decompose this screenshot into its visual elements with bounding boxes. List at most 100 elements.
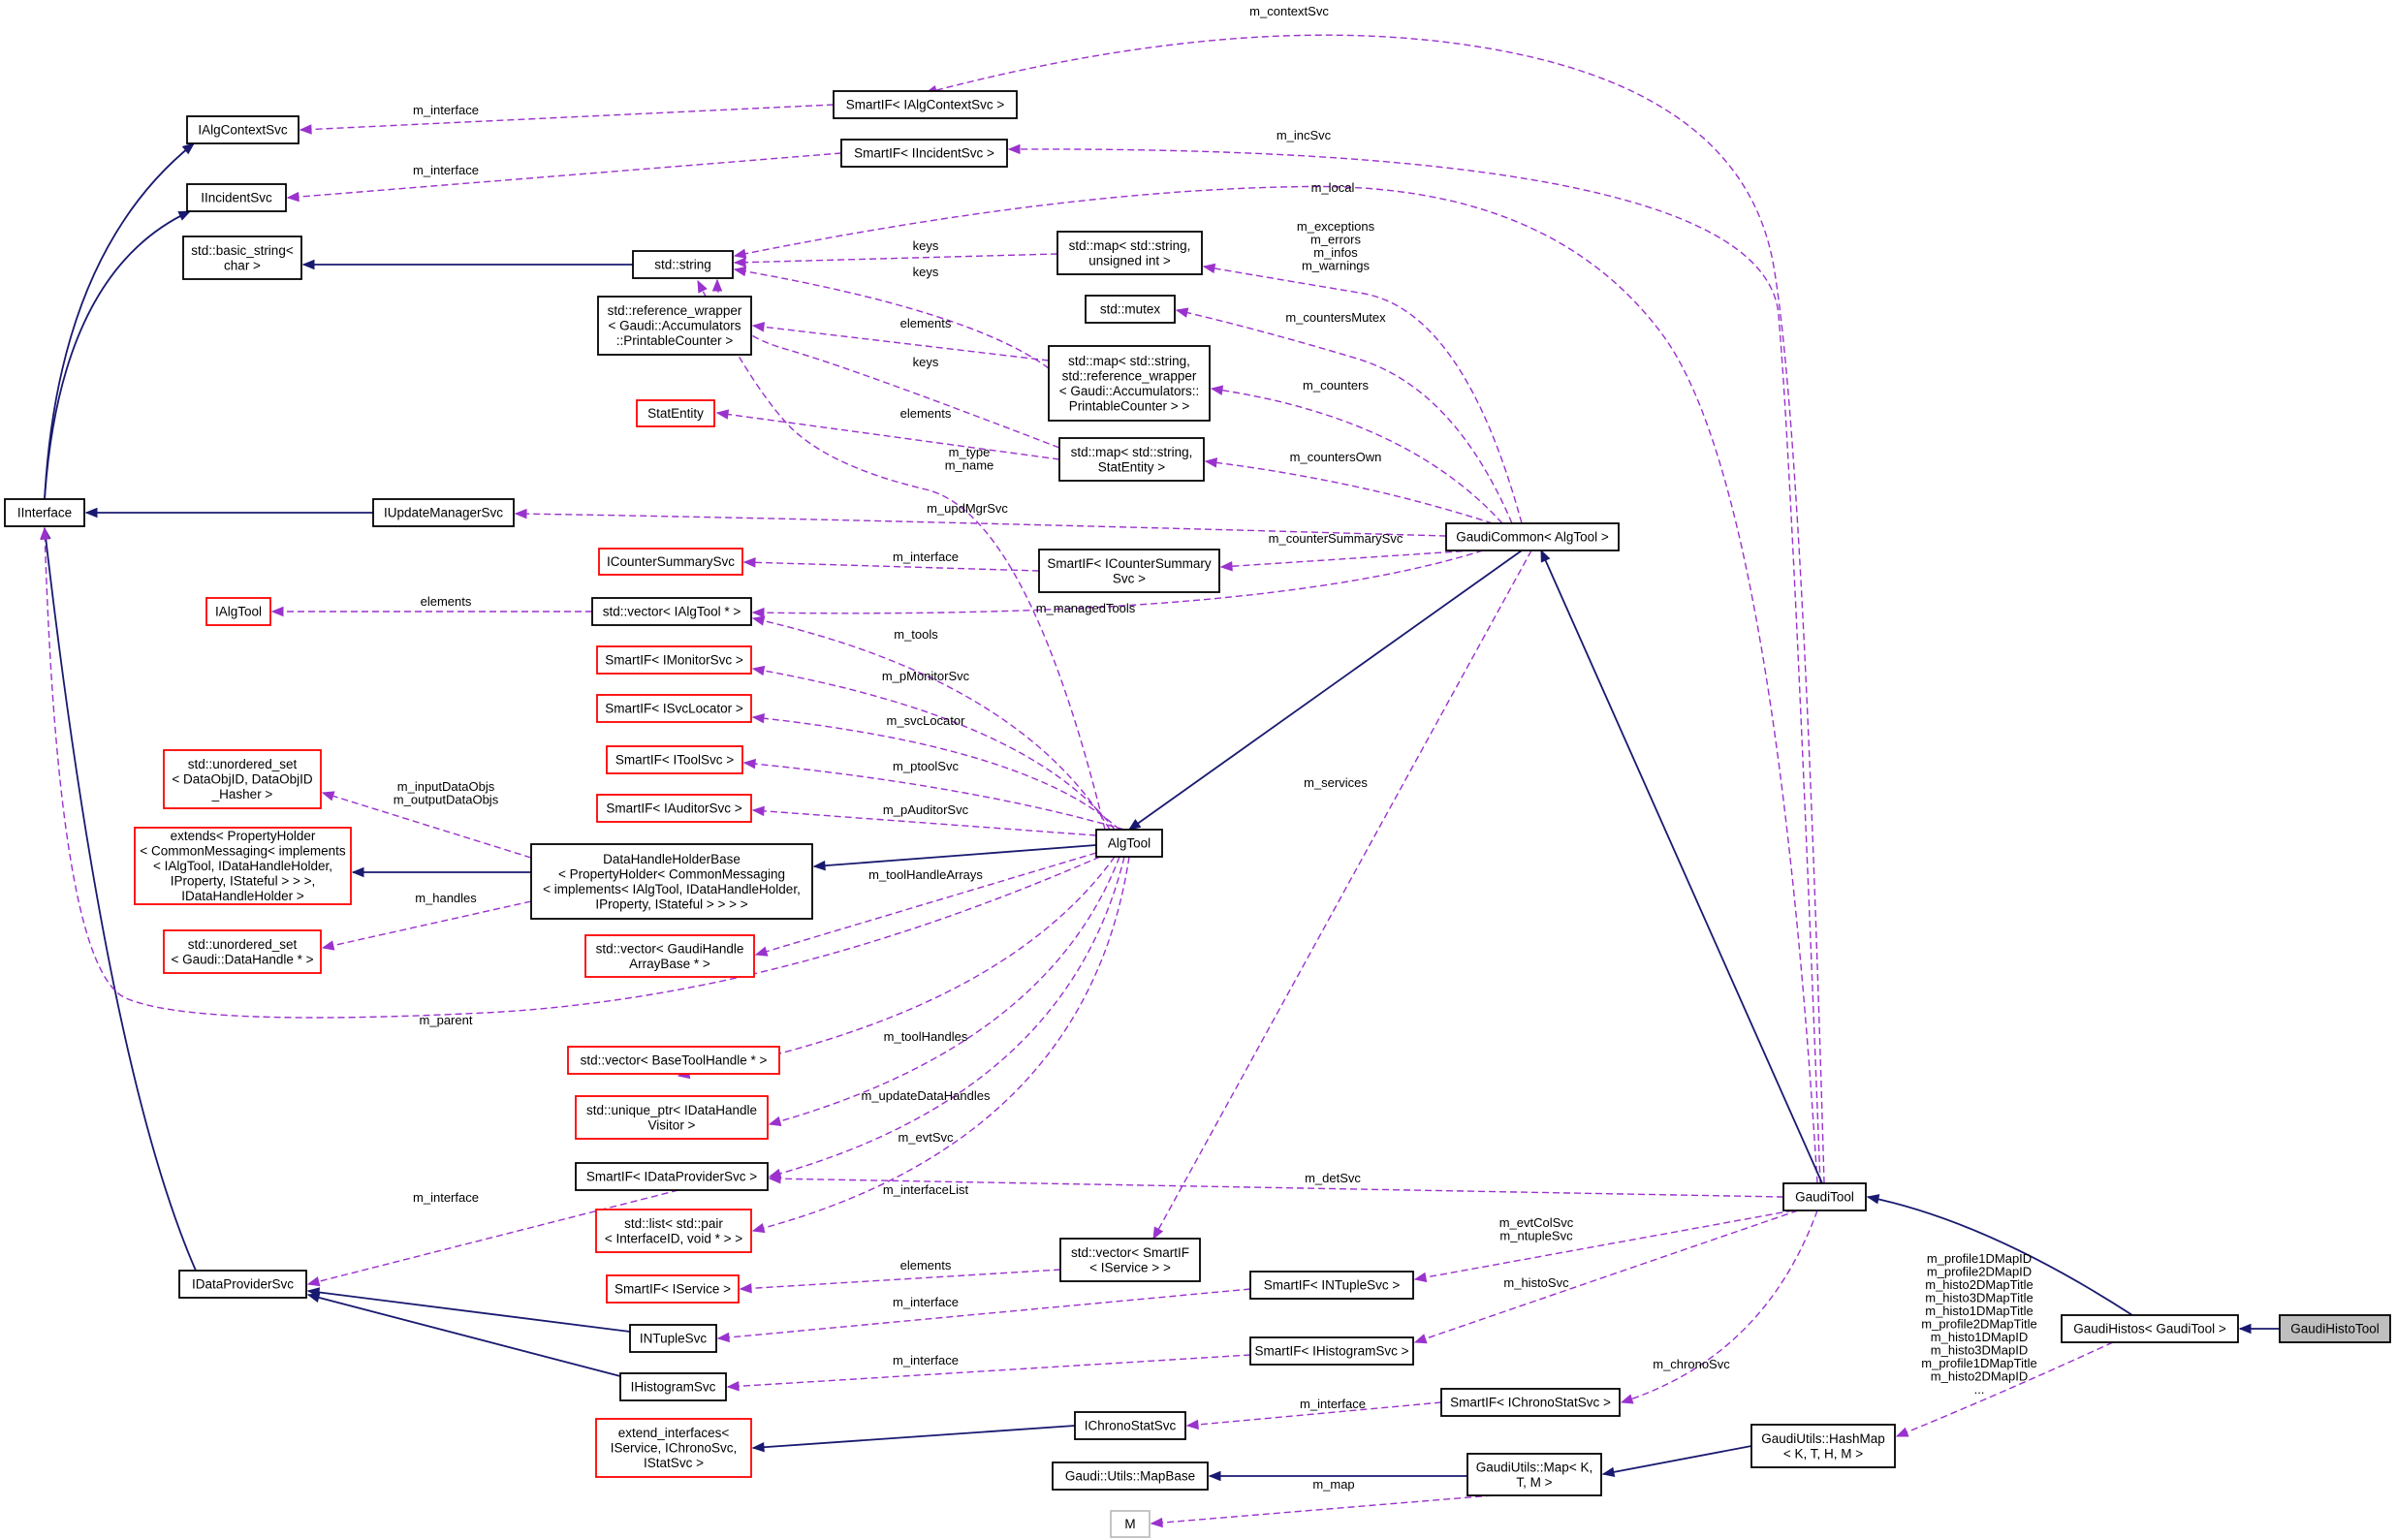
arrowhead-icon (733, 248, 747, 259)
node-label: IHistogramSvc (631, 1380, 716, 1395)
edge-label-m-tool-handle-arrays: m_toolHandleArrays (868, 867, 983, 882)
class-node-gaudi-histo-tool[interactable]: GaudiHistoTool (2279, 1314, 2391, 1343)
class-node-smart-if-alg-context[interactable]: SmartIF< IAlgContextSvc > (833, 90, 1018, 119)
node-box (2061, 1314, 2239, 1343)
class-node-ialg-tool[interactable]: IAlgTool (205, 597, 271, 626)
node-label: < PropertyHolder< CommonMessaging (558, 866, 785, 881)
class-node-extends-ph[interactable]: extends< PropertyHolder< CommonMessaging… (134, 827, 352, 905)
class-node-uset-data-handle[interactable]: std::unordered_set< Gaudi::DataHandle * … (163, 929, 322, 974)
class-node-smart-if-chrono-stat[interactable]: SmartIF< IChronoStatSvc > (1440, 1388, 1621, 1417)
class-node-hash-map[interactable]: GaudiUtils::HashMap< K, T, H, M > (1750, 1424, 1896, 1468)
node-box (575, 1095, 769, 1140)
class-node-smart-if-counter-summary[interactable]: SmartIF< ICounterSummarySvc > (1038, 549, 1220, 593)
arrowhead-icon (84, 507, 98, 519)
class-node-list-pair[interactable]: std::list< std::pair< InterfaceID, void … (595, 1209, 752, 1253)
class-node-smart-if-svc-locator[interactable]: SmartIF< ISvcLocator > (596, 694, 752, 723)
class-node-map-base[interactable]: Gaudi::Utils::MapBase (1052, 1461, 1209, 1491)
class-node-string[interactable]: std::string (632, 250, 734, 279)
node-box (163, 749, 322, 809)
class-node-gaudi-histos[interactable]: GaudiHistos< GaudiTool > (2061, 1314, 2239, 1343)
edge-line (1176, 309, 1513, 524)
edge-ichrono-stat-svc-to-extend-interfaces (751, 1425, 1076, 1453)
class-node-smart-if-histogram[interactable]: SmartIF< IHistogramSvc > (1249, 1336, 1414, 1366)
edge-line (769, 856, 1125, 1178)
class-node-smart-if-data-provider[interactable]: SmartIF< IDataProviderSvc > (575, 1162, 769, 1191)
edge-alg-tool-to-dhhb (812, 844, 1097, 871)
edge-line (1414, 1210, 1794, 1280)
arrowhead-icon (40, 526, 50, 540)
class-node-utils-map[interactable]: GaudiUtils::Map< K,T, M > (1466, 1453, 1602, 1496)
edge-line (734, 268, 1050, 369)
class-node-icounter-summary-svc[interactable]: ICounterSummarySvc (598, 548, 743, 576)
node-box (584, 934, 755, 978)
class-node-smart-if-incident[interactable]: SmartIF< IIncidentSvc > (840, 139, 1008, 168)
class-node-smart-if-iservice[interactable]: SmartIF< IService > (606, 1274, 740, 1304)
node-label: std::vector< SmartIF (1071, 1245, 1189, 1260)
edge-label-m-profile2-dmap-title: m_profile2DMapTitle (1921, 1317, 2036, 1332)
edge-label-m-det-svc: m_detSvc (1305, 1171, 1361, 1185)
class-node-uset-data-obj-id[interactable]: std::unordered_set< DataObjID, DataObjID… (163, 749, 322, 809)
class-node-gaudi-tool[interactable]: GaudiTool (1782, 1182, 1867, 1211)
class-node-basic-string[interactable]: std::basic_string<char > (182, 236, 302, 280)
edge-label-m-interface: m_interface (893, 1295, 959, 1309)
class-node-stat-entity[interactable]: StatEntity (636, 399, 715, 427)
edge-line (1211, 388, 1503, 524)
edge-label-m-exceptions: m_exceptions (1297, 219, 1375, 234)
class-node-ialg-context-svc[interactable]: IAlgContextSvc (186, 115, 300, 144)
node-box (1074, 1411, 1186, 1440)
edge-line (769, 856, 1120, 1125)
node-label: IIncidentSvc (201, 191, 272, 205)
class-node-refwrap[interactable]: std::reference_wrapper< Gaudi::Accumulat… (597, 296, 752, 356)
node-label: GaudiCommon< AlgTool > (1456, 530, 1609, 545)
class-node-gaudi-common[interactable]: GaudiCommon< AlgTool > (1445, 522, 1620, 551)
edge-label-m-context-svc: m_contextSvc (1249, 4, 1329, 18)
arrowhead-icon (1210, 385, 1224, 395)
edge-line (697, 280, 1106, 831)
class-node-smart-if-tool-svc[interactable]: SmartIF< IToolSvc > (606, 745, 743, 774)
edge-gaudi-tool-to-gaudi-common (1540, 549, 1823, 1184)
class-node-iincident-svc[interactable]: IIncidentSvc (186, 183, 287, 212)
class-node-dhhb[interactable]: DataHandleHolderBase< PropertyHolder< Co… (530, 843, 813, 920)
class-node-smart-if-ntuple[interactable]: SmartIF< INTupleSvc > (1249, 1271, 1414, 1300)
class-node-map-uint[interactable]: std::map< std::string,unsigned int > (1056, 231, 1203, 275)
class-node-idata-provider-svc[interactable]: IDataProviderSvc (178, 1270, 307, 1299)
edge-line (322, 792, 532, 859)
edge-label-m-p-monitor-svc: m_pMonitorSvc (882, 669, 970, 683)
class-node-ihistogram-svc[interactable]: IHistogramSvc (619, 1372, 727, 1401)
class-node-ichrono-stat-svc[interactable]: IChronoStatSvc (1074, 1411, 1186, 1440)
class-node-m[interactable]: M (1110, 1510, 1151, 1538)
class-node-intuple-svc[interactable]: INTupleSvc (629, 1324, 717, 1353)
class-node-map-refwrap[interactable]: std::map< std::string,std::reference_wra… (1048, 345, 1211, 422)
edge-label-m-interface: m_interface (893, 1353, 959, 1367)
edge-label-m-name: m_name (945, 458, 994, 473)
class-node-smart-if-auditor[interactable]: SmartIF< IAuditorSvc > (596, 794, 752, 823)
node-box (596, 794, 752, 823)
arrowhead-icon (751, 1223, 766, 1234)
class-node-iinterface[interactable]: IInterface (4, 498, 85, 527)
edge-gaudi-common-to-vec-ialg-tool (751, 550, 1484, 618)
class-node-mutex[interactable]: std::mutex (1085, 295, 1176, 324)
node-label: M (1124, 1517, 1135, 1531)
edge-line (743, 762, 1125, 831)
class-node-vec-ialg-tool[interactable]: std::vector< IAlgTool * > (591, 597, 752, 626)
node-label: IInterface (17, 506, 72, 520)
class-node-alg-tool[interactable]: AlgTool (1095, 829, 1163, 858)
class-node-iupdate-manager-svc[interactable]: IUpdateManagerSvc (372, 498, 515, 527)
class-node-smart-if-monitor[interactable]: SmartIF< IMonitorSvc > (596, 645, 752, 675)
edge-line (752, 809, 1097, 836)
node-label: unsigned int > (1088, 253, 1171, 267)
class-node-extend-interfaces[interactable]: extend_interfaces<IService, IChronoSvc,I… (595, 1418, 752, 1478)
class-node-vec-smart-if-iservice[interactable]: std::vector< SmartIF< IService > > (1059, 1238, 1201, 1282)
node-label: IService, IChronoSvc, (611, 1441, 738, 1456)
node-label: GaudiTool (1795, 1190, 1854, 1205)
node-box (1440, 1388, 1621, 1417)
edge-label-m-histo-svc: m_histoSvc (1503, 1275, 1569, 1290)
class-node-map-stat[interactable]: std::map< std::string,StatEntity > (1058, 437, 1205, 482)
class-node-vec-bth[interactable]: std::vector< BaseToolHandle * > (567, 1046, 780, 1075)
edge-label-m-parent: m_parent (420, 1013, 473, 1027)
edge-gaudi-tool-to-smart-if-chrono-stat (1620, 1210, 1818, 1404)
edge-line (678, 856, 1116, 1077)
arrowhead-icon (742, 758, 756, 770)
